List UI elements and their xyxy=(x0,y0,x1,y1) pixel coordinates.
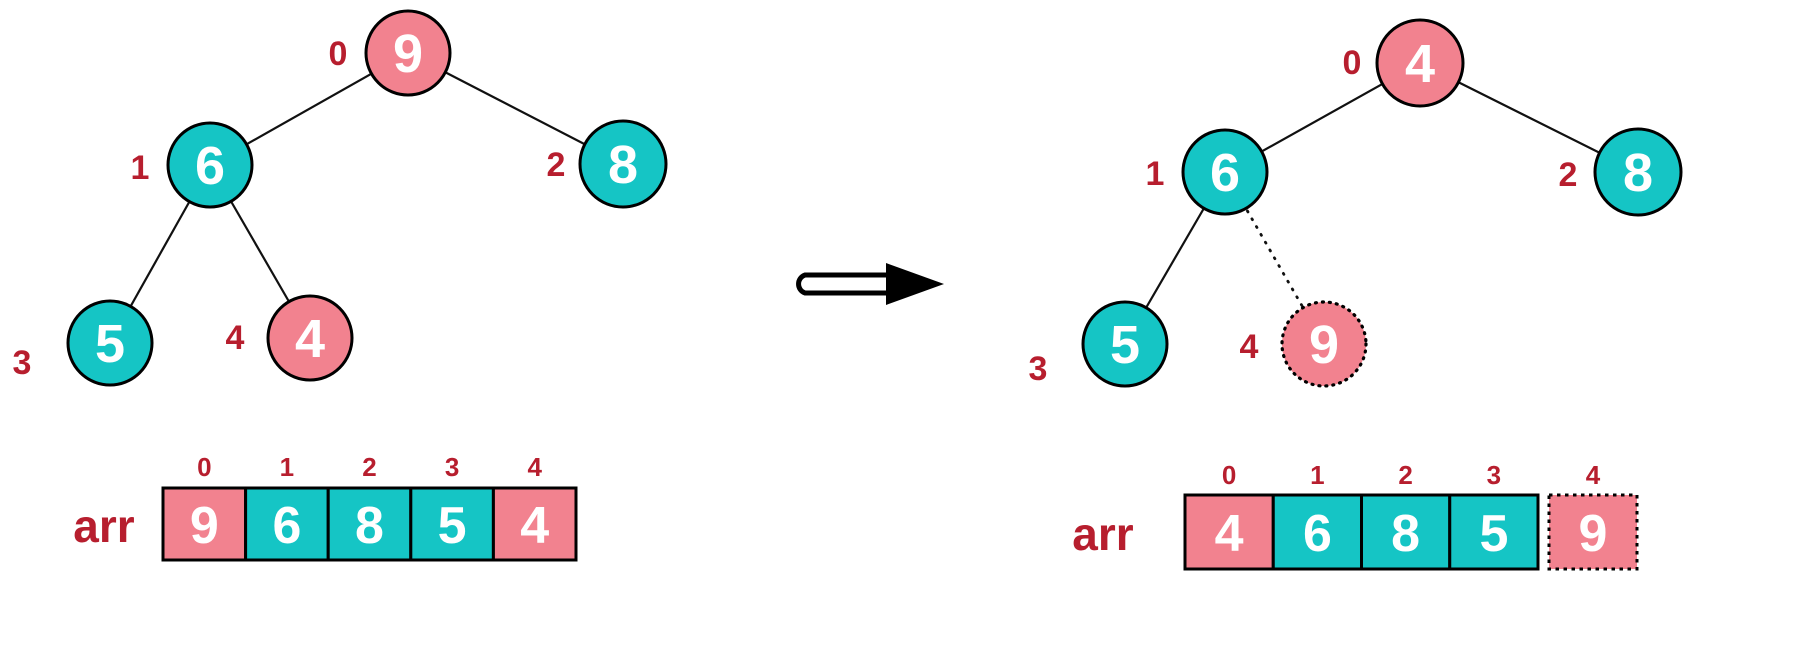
node-circle xyxy=(1081,300,1169,388)
left-array-value-3: 5 xyxy=(438,497,467,555)
node-circle xyxy=(364,9,452,97)
right-array-value-3: 5 xyxy=(1479,505,1508,563)
left-array-value-0: 9 xyxy=(190,497,219,555)
right-array-value-0: 4 xyxy=(1215,505,1244,563)
left-node-index-3: 3 xyxy=(13,344,32,382)
right-array-value-4: 9 xyxy=(1579,505,1608,563)
left-tree: 9 0 6 1 8 2 5 3 4 4 xyxy=(13,9,668,387)
right-array-value-2: 8 xyxy=(1391,505,1420,563)
right-array-cell-3 xyxy=(1448,493,1540,571)
node-value: 8 xyxy=(608,135,638,195)
left-array-label: arr xyxy=(73,500,134,552)
right-tree-edge-1-4-dotted xyxy=(1223,170,1326,346)
right-tree-node-0: 4 xyxy=(1375,18,1465,108)
left-tree-node-4: 4 xyxy=(266,294,354,382)
right-node-index-0: 0 xyxy=(1343,44,1362,82)
right-array-index-3: 3 xyxy=(1487,460,1501,490)
right-array-label: arr xyxy=(1072,508,1133,560)
right-node-index-2: 2 xyxy=(1559,156,1578,194)
left-array-cell-4 xyxy=(491,486,578,562)
left-tree-node-1: 6 xyxy=(166,121,254,209)
right-array-value-1: 6 xyxy=(1303,505,1332,563)
left-array-cell-2 xyxy=(326,486,413,562)
right-array-index-1: 1 xyxy=(1310,460,1324,490)
left-array-value-2: 8 xyxy=(355,497,384,555)
left-node-index-4: 4 xyxy=(226,319,245,357)
left-array-index-3: 3 xyxy=(445,452,459,482)
arrow-shaft xyxy=(796,272,888,296)
right-array-index-4: 4 xyxy=(1586,460,1601,490)
node-circle xyxy=(1593,127,1683,217)
left-array-index-0: 0 xyxy=(197,452,211,482)
left-node-index-1: 1 xyxy=(131,149,150,187)
left-array-index-2: 2 xyxy=(362,452,376,482)
node-circle xyxy=(578,119,668,209)
node-value: 5 xyxy=(95,314,125,374)
node-value: 8 xyxy=(1623,143,1653,203)
node-circle-dotted xyxy=(1280,300,1368,388)
left-node-index-0: 0 xyxy=(329,35,348,73)
node-circle xyxy=(66,299,154,387)
node-circle xyxy=(1181,128,1269,216)
node-circle xyxy=(266,294,354,382)
left-array-index-4: 4 xyxy=(527,452,542,482)
node-value: 6 xyxy=(195,136,225,196)
right-node-index-1: 1 xyxy=(1146,155,1165,193)
right-node-index-3: 3 xyxy=(1029,350,1048,388)
right-array-cell-4-dotted xyxy=(1547,493,1639,571)
right-node-index-4: 4 xyxy=(1240,328,1259,366)
node-value: 4 xyxy=(1405,34,1435,94)
left-array: arr 0 1 2 3 4 9 6 8 5 4 xyxy=(73,452,578,562)
left-tree-node-0: 9 xyxy=(364,9,452,97)
right-array-cell-1 xyxy=(1271,493,1363,571)
left-array-value-4: 4 xyxy=(520,497,549,555)
right-tree-node-1: 6 xyxy=(1181,128,1269,216)
right-array-index-2: 2 xyxy=(1398,460,1412,490)
right-tree-node-2: 8 xyxy=(1593,127,1683,217)
right-tree: 4 0 6 1 8 2 5 3 9 4 xyxy=(1029,18,1683,388)
node-value: 4 xyxy=(295,309,325,369)
right-array-index-0: 0 xyxy=(1222,460,1236,490)
left-node-index-2: 2 xyxy=(547,146,566,184)
node-circle xyxy=(166,121,254,209)
left-array-cell-0 xyxy=(161,486,248,562)
right-tree-node-4-dotted: 9 xyxy=(1280,300,1368,388)
left-array-cell-1 xyxy=(244,486,330,562)
right-tree-node-3: 5 xyxy=(1081,300,1169,388)
node-value: 9 xyxy=(1309,315,1339,375)
left-array-value-1: 6 xyxy=(272,497,301,555)
right-array: arr 0 1 2 3 4 4 6 8 5 9 xyxy=(1072,460,1639,571)
node-circle xyxy=(1375,18,1465,108)
arrow-right-icon xyxy=(796,263,944,305)
left-tree-node-2: 8 xyxy=(578,119,668,209)
arrow-head xyxy=(886,263,944,305)
node-value: 5 xyxy=(1110,315,1140,375)
left-array-cell-3 xyxy=(409,486,495,562)
right-array-cell-0 xyxy=(1183,493,1275,571)
right-array-cell-2 xyxy=(1360,493,1452,571)
node-value: 9 xyxy=(393,24,423,84)
left-array-index-1: 1 xyxy=(280,452,294,482)
left-tree-node-3: 5 xyxy=(66,299,154,387)
node-value: 6 xyxy=(1210,143,1240,203)
